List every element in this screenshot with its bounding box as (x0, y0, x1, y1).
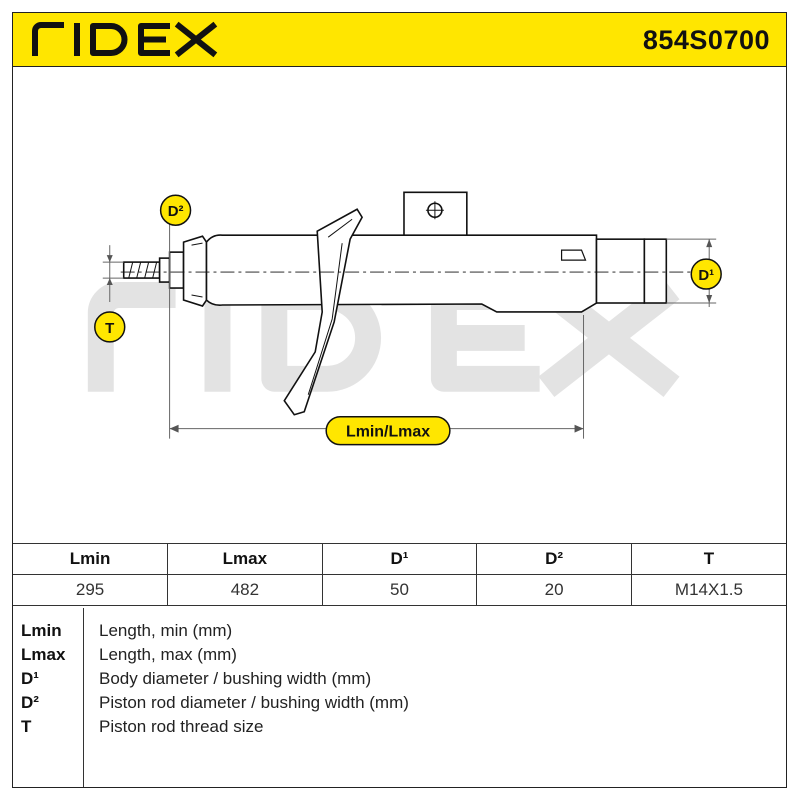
value-d1: 50 (321, 574, 478, 606)
legend-key: Lmin (21, 621, 62, 640)
lminmax-label: Lmin/Lmax (346, 424, 430, 441)
value-lmin: 295 (13, 574, 169, 606)
legend: Lmin Length, min (mm) Lmax Length, max (… (13, 608, 786, 787)
specs-value-row: 295 482 50 20 M14X1.5 (13, 574, 786, 606)
header-bar: 854S0700 (13, 13, 786, 67)
value-d2: 20 (476, 574, 632, 606)
d1-badge: D¹ (690, 258, 722, 290)
lminmax-badge: Lmin/Lmax (325, 415, 451, 446)
d1-label: D¹ (698, 267, 714, 284)
legend-desc: Piston rod thread size (99, 717, 264, 736)
ridex-logo (32, 21, 218, 58)
col-lmax: Lmax (167, 543, 323, 575)
t-badge: T (94, 311, 126, 343)
t-label: T (105, 320, 114, 337)
value-lmax: 482 (167, 574, 323, 606)
legend-desc: Length, max (mm) (99, 645, 237, 664)
part-number: 854S0700 (642, 25, 770, 55)
legend-key: D² (21, 693, 39, 712)
shock-absorber (120, 191, 702, 416)
legend-key: Lmax (21, 645, 66, 664)
legend-divider (83, 608, 84, 787)
dimension-arrows (106, 239, 713, 433)
datasheet: 854S0700 (12, 12, 787, 788)
col-d1: D¹ (321, 543, 478, 575)
d2-badge: D² (159, 194, 192, 226)
legend-desc: Piston rod diameter / bushing width (mm) (99, 693, 409, 712)
specs-table: Lmin Lmax D¹ D² T 295 482 50 20 M14X1.5 (13, 543, 786, 606)
value-t: M14X1.5 (630, 574, 786, 606)
technical-drawing: D² T D¹ Lmin/Lmax (87, 191, 722, 446)
legend-key: D¹ (21, 669, 39, 688)
col-t: T (630, 543, 786, 575)
legend-desc: Length, min (mm) (99, 621, 233, 640)
col-lmin: Lmin (13, 543, 169, 575)
legend-desc: Body diameter / bushing width (mm) (99, 669, 372, 688)
d2-label: D² (168, 203, 184, 220)
legend-key: T (21, 717, 32, 736)
col-d2: D² (476, 543, 632, 575)
specs-header-row: Lmin Lmax D¹ D² T (13, 543, 786, 575)
